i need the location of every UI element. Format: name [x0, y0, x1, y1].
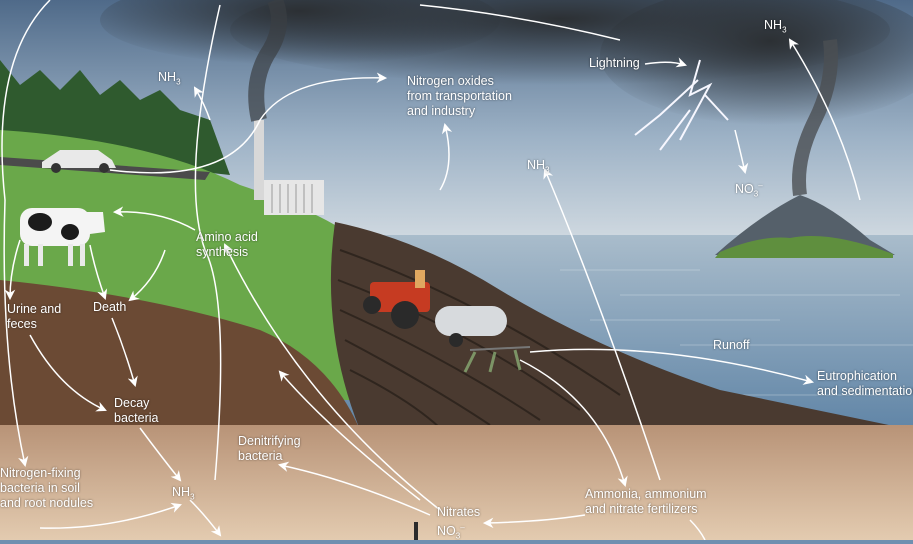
arrow-decay-to-nh3: [139, 427, 182, 482]
fertilizers-line-2: and nitrate fertilizers: [585, 502, 698, 516]
storm-clouds: [100, 0, 913, 125]
arrow-urine-to-decay: [29, 334, 107, 412]
label-nh3-center: NH3: [527, 158, 550, 178]
label-amino-acid-synthesis: Amino acid synthesis: [196, 230, 258, 260]
amino-acid-line-1: Amino acid: [196, 230, 258, 244]
urine-feces-line-1: Urine and: [7, 302, 62, 316]
arrow-tractor-to-fertilizer: [519, 359, 628, 488]
nh3-bottom-base: NH: [172, 485, 191, 499]
arrow-cow-to-death: [89, 244, 108, 300]
urine-feces-line-2: feces: [7, 317, 37, 331]
nitrogen-oxides-line-3: and industry: [407, 104, 476, 118]
denitrifying-line-1: Denitrifying: [238, 434, 301, 448]
arrow-fertilizer-to-nh3: [543, 168, 661, 481]
soil-layer: [0, 280, 360, 430]
arrow-denitrifying-up: [278, 370, 421, 501]
nitrogen-fixing-line-2: bacteria in soil: [0, 481, 80, 495]
nh3-center-base: NH: [527, 158, 546, 172]
arrow-lightning-label: [644, 57, 687, 68]
label-no3-lightning: NO3–: [735, 178, 763, 202]
arrow-field-to-oxides: [439, 122, 453, 191]
arrow-cow-to-urine: [4, 239, 21, 301]
lightning-text: Lightning: [589, 56, 640, 70]
eutrophication-line-2: and sedimentation: [817, 384, 913, 398]
label-fertilizers: Ammonia, ammonium and nitrate fertilizer…: [585, 487, 707, 517]
arrow-bottom-right: [689, 519, 706, 540]
no3-lightning-sub: 3: [753, 189, 759, 199]
nh3-top-right-sub: 3: [782, 25, 787, 35]
nitrogen-oxides-line-1: Nitrogen oxides: [407, 74, 494, 88]
label-nh3-bottom: NH3: [172, 485, 195, 505]
factory: [248, 0, 324, 215]
arrow-to-nh3-left: [193, 86, 211, 121]
ground-stake: [414, 522, 418, 540]
label-denitrifying-bacteria: Denitrifying bacteria: [238, 434, 301, 464]
arrow-nh3-up-loop: [194, 4, 222, 481]
label-runoff: Runoff: [713, 338, 750, 353]
decay-bacteria-line-1: Decay: [114, 396, 150, 410]
cow: [20, 208, 105, 266]
arrow-nitrates-to-amino: [223, 243, 441, 511]
lightning-bolt: [634, 59, 729, 151]
nitrates-sup: –: [460, 523, 465, 532]
cycle-arrows: [1, 0, 861, 540]
eutrophication-line-1: Eutrophication: [817, 369, 897, 383]
label-death: Death: [93, 300, 126, 315]
nh3-left-sub: 3: [176, 77, 181, 87]
arrow-left-loop: [1, 0, 51, 468]
arrow-lightning-to-no3: [734, 129, 749, 175]
arrow-nitrates-to-denitrifying: [277, 461, 431, 516]
arrow-to-cow-from-amino: [112, 206, 196, 231]
nh3-center-sub: 3: [545, 165, 550, 175]
arrow-car-to-oxides: [109, 72, 388, 174]
arrow-nh3-down: [189, 499, 222, 537]
nitrates-sub: 3: [455, 531, 461, 541]
denitrifying-line-2: bacteria: [238, 449, 283, 463]
arrow-runoff: [529, 348, 815, 385]
nitrates-line-1: Nitrates: [437, 505, 481, 519]
label-urine-feces: Urine and feces: [7, 302, 61, 332]
no3-lightning-base: NO: [735, 182, 754, 197]
arrow-fixing-to-nh3: [39, 502, 182, 529]
nh3-bottom-sub: 3: [190, 492, 195, 502]
label-nitrogen-oxides: Nitrogen oxides from transportation and …: [407, 74, 512, 119]
plowed-field: [330, 222, 913, 430]
car: [42, 150, 116, 173]
label-lightning: Lightning: [589, 56, 640, 71]
decay-bacteria-line-2: bacteria: [114, 411, 159, 425]
amino-acid-line-2: synthesis: [196, 245, 249, 259]
no3-lightning-sup: –: [758, 181, 763, 190]
nitrogen-fixing-line-1: Nitrogen-fixing: [0, 466, 81, 480]
label-nitrates: Nitrates NO3–: [437, 505, 480, 544]
nh3-top-right-base: NH: [764, 18, 783, 32]
nitrates-base: NO: [437, 524, 456, 539]
label-nh3-top-right: NH3: [764, 18, 787, 38]
label-eutrophication: Eutrophication and sedimentation: [817, 369, 913, 399]
arrow-death-to-decay: [111, 317, 138, 388]
death-text: Death: [93, 300, 127, 314]
nitrates-formula: NO3–: [437, 520, 480, 544]
arrow-amino-to-death: [128, 249, 166, 302]
label-nh3-left: NH3: [158, 70, 181, 90]
label-decay-bacteria: Decay bacteria: [114, 396, 158, 426]
nitrogen-oxides-line-2: from transportation: [407, 89, 512, 103]
runoff-text: Runoff: [713, 338, 750, 352]
tractor: [363, 270, 531, 373]
nh3-left-base: NH: [158, 70, 177, 84]
arrow-top-arc: [419, 4, 621, 41]
label-nitrogen-fixing-bacteria: Nitrogen-fixing bacteria in soil and roo…: [0, 466, 93, 511]
nitrogen-fixing-line-3: and root nodules: [0, 496, 94, 510]
ocean-waves: [560, 269, 913, 396]
volcano-island: [715, 39, 895, 258]
arrow-to-nh3-right: [788, 38, 861, 201]
fertilizers-line-1: Ammonia, ammonium: [585, 487, 707, 501]
arrow-fertilizer-to-nitrates: [482, 514, 586, 529]
